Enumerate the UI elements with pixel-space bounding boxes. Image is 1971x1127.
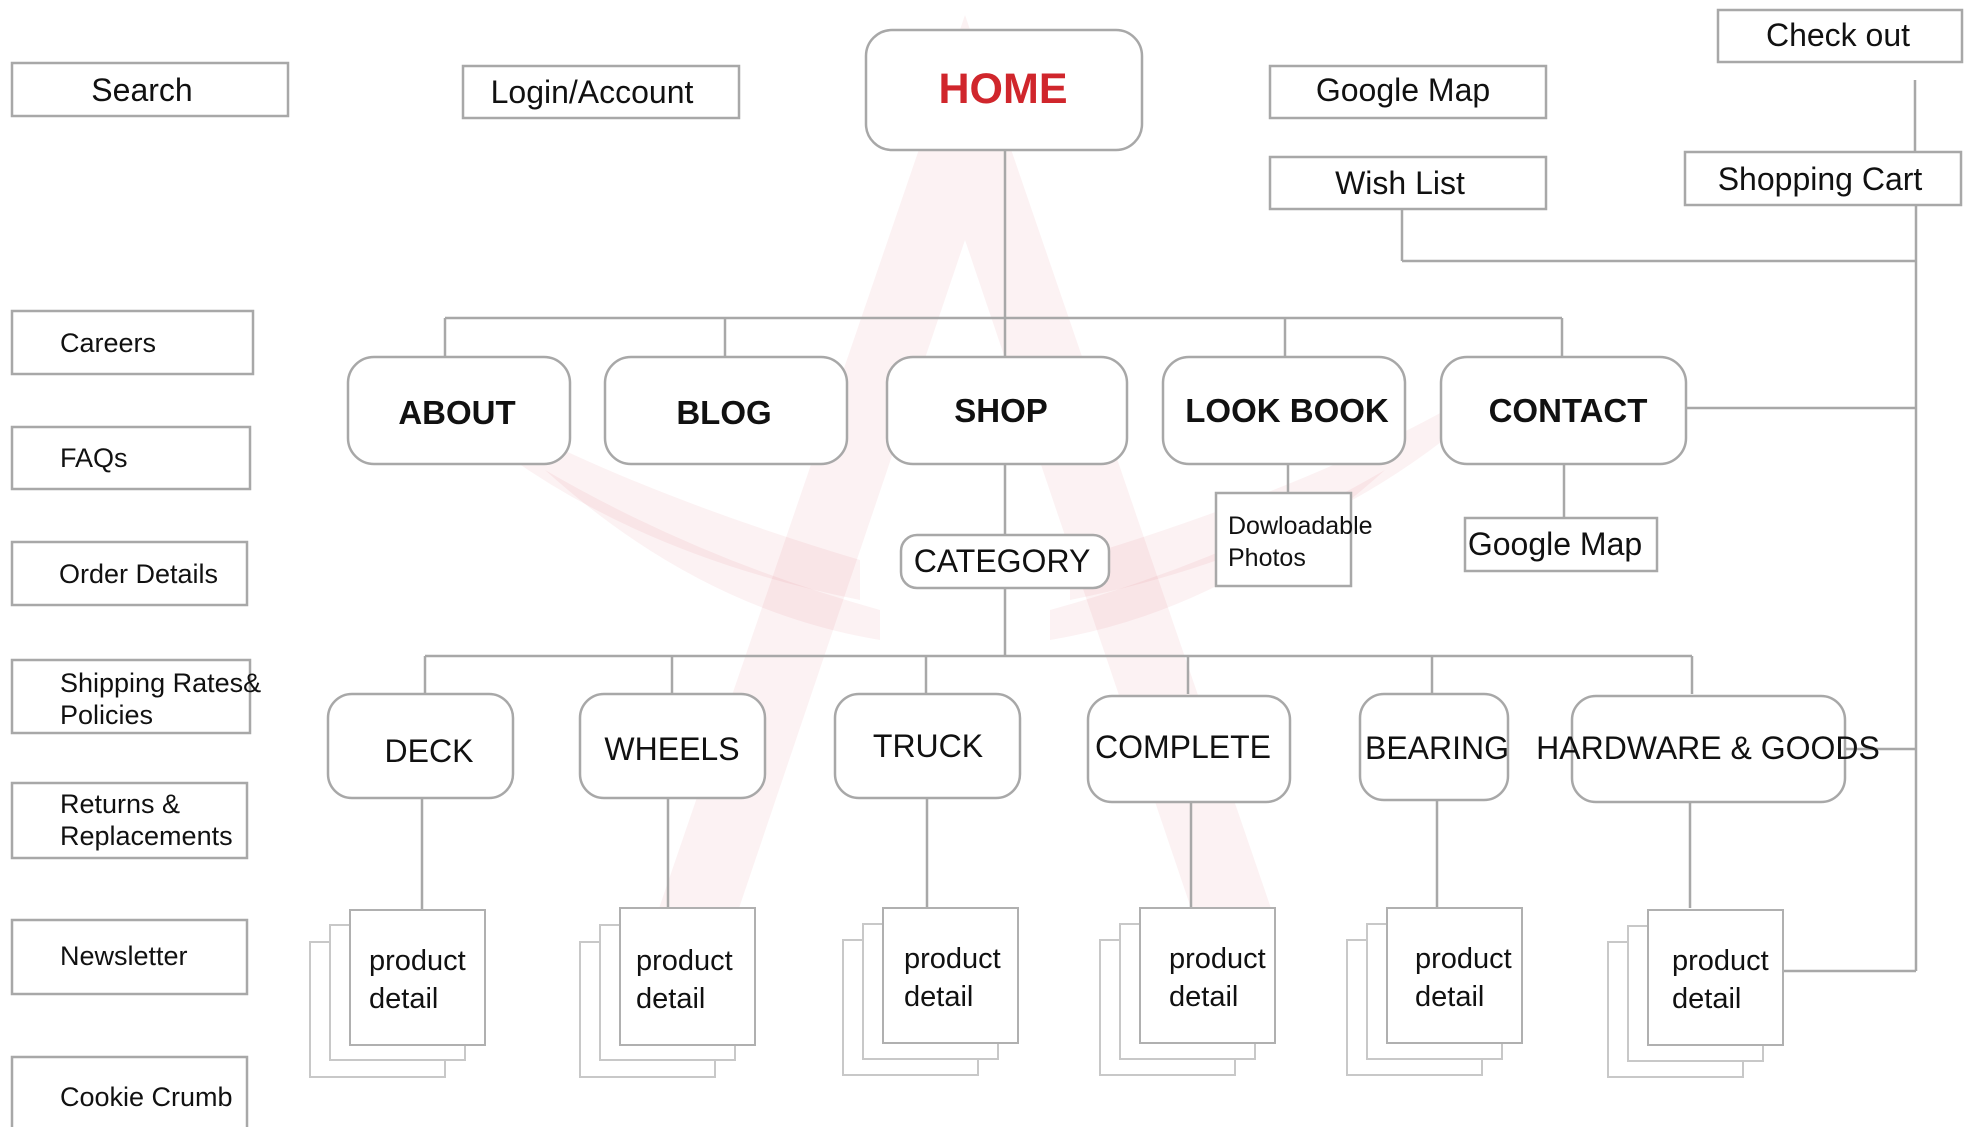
- product-detail-label: detail: [1169, 981, 1238, 1013]
- shipping-label-line2: Policies: [60, 700, 153, 730]
- google-map-label: Google Map: [1316, 72, 1490, 108]
- footer-link-cookie-crumb[interactable]: Cookie Crumb: [10, 1055, 249, 1127]
- blog-label: BLOG: [676, 394, 771, 431]
- contact-google-map-label: Google Map: [1468, 526, 1642, 562]
- returns-label-line2: Replacements: [60, 821, 233, 851]
- check-out-label: Check out: [1766, 17, 1910, 53]
- product-detail-label: product: [1672, 945, 1769, 977]
- google-map-link[interactable]: Google Map: [1268, 64, 1548, 120]
- nav-look-book[interactable]: LOOK BOOK: [1161, 355, 1407, 466]
- hardware-goods-label: HARDWARE & GOODS: [1536, 730, 1880, 766]
- category-complete[interactable]: COMPLETE: [1086, 694, 1292, 804]
- nav-blog[interactable]: BLOG: [603, 355, 849, 466]
- shopping-cart-link[interactable]: Shopping Cart: [1683, 150, 1963, 207]
- category-wheels[interactable]: WHEELS: [578, 692, 767, 800]
- footer-link-returns[interactable]: Returns & Replacements: [10, 781, 249, 860]
- nav-shop[interactable]: SHOP: [885, 355, 1129, 466]
- product-detail-label: detail: [1415, 981, 1484, 1013]
- downloadable-photos-link[interactable]: Dowloadable Photos: [1214, 491, 1373, 588]
- product-detail-label: product: [1415, 943, 1512, 975]
- returns-label-line1: Returns &: [60, 789, 180, 819]
- login-account-label: Login/Account: [491, 74, 694, 110]
- shipping-label-line1: Shipping Rates&: [60, 668, 261, 698]
- cookie-crumb-label: Cookie Crumb: [60, 1082, 233, 1112]
- careers-label: Careers: [60, 328, 156, 358]
- footer-link-careers[interactable]: Careers: [10, 309, 255, 376]
- category-deck[interactable]: DECK: [326, 692, 515, 800]
- product-detail-stack-complete[interactable]: product detail: [1099, 907, 1276, 1076]
- product-detail-stack-deck[interactable]: product detail: [309, 909, 486, 1078]
- category-bearing[interactable]: BEARING: [1358, 692, 1510, 802]
- deck-label: DECK: [385, 733, 474, 769]
- footer-link-order-details[interactable]: Order Details: [10, 540, 249, 607]
- downloadable-photos-line2: Photos: [1228, 544, 1306, 572]
- footer-link-newsletter[interactable]: Newsletter: [10, 918, 249, 996]
- order-details-label: Order Details: [59, 559, 218, 589]
- truck-label: TRUCK: [873, 728, 983, 764]
- bearing-label: BEARING: [1365, 730, 1509, 766]
- footer-link-shipping[interactable]: Shipping Rates& Policies: [10, 658, 261, 735]
- shop-label: SHOP: [954, 392, 1048, 429]
- product-detail-stack-truck[interactable]: product detail: [842, 907, 1019, 1076]
- nav-contact[interactable]: CONTACT: [1439, 355, 1688, 466]
- check-out-link[interactable]: Check out: [1716, 8, 1964, 64]
- wheels-label: WHEELS: [604, 731, 739, 767]
- product-detail-label: product: [636, 945, 733, 977]
- nav-about[interactable]: ABOUT: [346, 355, 572, 466]
- shopping-cart-label: Shopping Cart: [1718, 161, 1923, 197]
- category-node[interactable]: CATEGORY: [899, 533, 1111, 590]
- footer-link-faqs[interactable]: FAQs: [10, 425, 252, 491]
- product-detail-stack-wheels[interactable]: product detail: [579, 907, 756, 1078]
- home-label: HOME: [939, 65, 1068, 113]
- newsletter-label: Newsletter: [60, 941, 188, 971]
- wish-list-label: Wish List: [1335, 165, 1465, 201]
- product-detail-label: detail: [1672, 983, 1741, 1015]
- search-link[interactable]: Search: [10, 61, 290, 118]
- product-detail-label: detail: [904, 981, 973, 1013]
- category-label: CATEGORY: [914, 543, 1091, 579]
- product-detail-stack-bearing[interactable]: product detail: [1346, 907, 1523, 1076]
- wish-list-link[interactable]: Wish List: [1268, 155, 1548, 211]
- product-detail-stack-hardware-goods[interactable]: product detail: [1607, 909, 1784, 1078]
- product-detail-label: detail: [369, 983, 438, 1015]
- complete-label: COMPLETE: [1095, 729, 1271, 765]
- downloadable-photos-line1: Dowloadable: [1228, 512, 1373, 540]
- product-detail-label: product: [1169, 943, 1266, 975]
- about-label: ABOUT: [398, 394, 515, 431]
- category-truck[interactable]: TRUCK: [833, 692, 1022, 800]
- product-detail-label: product: [369, 945, 466, 977]
- login-account-link[interactable]: Login/Account: [461, 64, 741, 120]
- home-node[interactable]: HOME: [864, 28, 1144, 152]
- faqs-label: FAQs: [60, 443, 128, 473]
- product-detail-label: detail: [636, 983, 705, 1015]
- category-hardware-goods[interactable]: HARDWARE & GOODS: [1536, 694, 1880, 804]
- product-detail-label: product: [904, 943, 1001, 975]
- contact-google-map-link[interactable]: Google Map: [1463, 516, 1659, 573]
- connector-lines: [420, 80, 1918, 973]
- look-book-label: LOOK BOOK: [1185, 392, 1389, 429]
- contact-label: CONTACT: [1489, 392, 1648, 429]
- search-label: Search: [91, 72, 192, 108]
